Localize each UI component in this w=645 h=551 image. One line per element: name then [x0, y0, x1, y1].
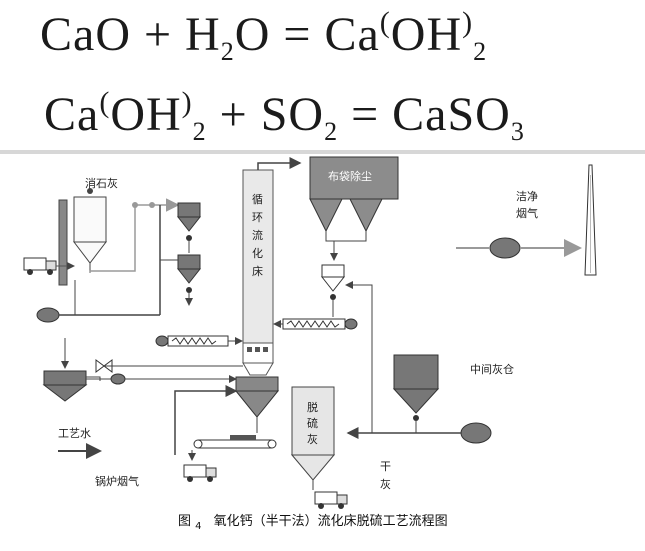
eq2-open-paren: (: [99, 86, 111, 119]
water-pump-icon: [110, 373, 126, 385]
equation-cao-hydration: CaO + H2O = Ca(OH)2: [40, 6, 487, 67]
label-cfb-2: 环: [252, 211, 263, 224]
label-clean-gas-2: 烟气: [516, 206, 538, 220]
cyclone-separator: [234, 376, 280, 418]
dosing-bin-upper: [176, 202, 202, 241]
screw-feeder-left: [155, 335, 229, 347]
equation-so2-absorption: Ca(OH)2 + SO2 = CaSO3: [44, 86, 525, 147]
eq2-sub-c: 2: [324, 117, 339, 146]
label-slaked-lime: 消石灰: [85, 176, 118, 190]
belt-conveyor: [193, 435, 277, 449]
label-desulf-ash-3: 灰: [307, 432, 318, 446]
intermediate-ash-bin: [392, 354, 440, 421]
bag-filter: [309, 156, 399, 233]
blower-left-icon: [36, 307, 60, 323]
eq1-part-a: CaO + H: [40, 8, 221, 61]
process-flow-diagram: 消石灰: [0, 155, 645, 551]
figure-caption: 图 4 氧化钙（半干法）流化床脱硫工艺流程图: [178, 514, 448, 533]
ash-truck-left-icon: [183, 464, 217, 482]
lime-truck-icon: [23, 257, 57, 275]
label-process-water: 工艺水: [58, 427, 91, 440]
dry-ash-fan-icon: [460, 422, 492, 444]
eq2-sub-b: 2: [192, 117, 207, 146]
desulfurization-ash-silo: [290, 386, 336, 490]
induced-draft-fan-icon: [489, 237, 521, 259]
label-cfb-5: 床: [252, 264, 263, 278]
eq2-part-a: Ca: [44, 88, 100, 141]
label-clean-gas-1: 洁净: [516, 189, 538, 203]
eq1-sub-c: 2: [473, 37, 488, 66]
divider-line: [0, 150, 645, 154]
label-desulf-ash-2: 硫: [307, 416, 318, 430]
eq2-part-b: OH: [110, 88, 182, 141]
caption-text: 氧化钙（半干法）流化床脱硫工艺流程图: [214, 514, 448, 529]
chimney-stack: [584, 164, 597, 276]
screw-feeder-right: [282, 318, 358, 330]
label-boiler-flue-gas: 锅炉烟气: [95, 474, 139, 488]
eq2-part-c: + SO: [206, 88, 325, 141]
eq2-sub-d: 3: [510, 117, 525, 146]
label-desulf-ash-1: 脱: [307, 400, 318, 414]
water-tank: [42, 370, 88, 402]
eq1-part-c: OH: [390, 8, 463, 61]
label-bag-filter: 布袋除尘: [328, 169, 372, 183]
label-dry-ash-1: 干: [380, 460, 391, 473]
dosing-bin-lower: [176, 254, 202, 293]
eq1-open-paren: (: [379, 6, 391, 39]
eq1-close-paren: ): [462, 6, 474, 39]
eq2-part-d: = CaSO: [338, 88, 511, 141]
process-flow-svg: 消石灰: [23, 156, 597, 533]
circulating-fluidized-bed-reactor: [242, 169, 274, 376]
ash-truck-right-icon: [314, 491, 348, 509]
ash-recycle-bin: [320, 264, 346, 300]
slaked-lime-silo: [58, 188, 108, 286]
label-cfb-1: 循: [252, 193, 263, 206]
label-dry-ash-2: 灰: [380, 477, 391, 491]
label-mid-ash-bin: 中间灰仓: [470, 362, 514, 376]
caption-fig: 图: [178, 514, 191, 529]
eq1-sub-a: 2: [220, 37, 235, 66]
eq1-part-b: O = Ca: [234, 8, 380, 61]
label-cfb-4: 化: [252, 246, 263, 260]
caption-num: 4: [195, 521, 201, 532]
label-cfb-3: 流: [252, 228, 263, 242]
eq2-close-paren: ): [181, 86, 193, 119]
